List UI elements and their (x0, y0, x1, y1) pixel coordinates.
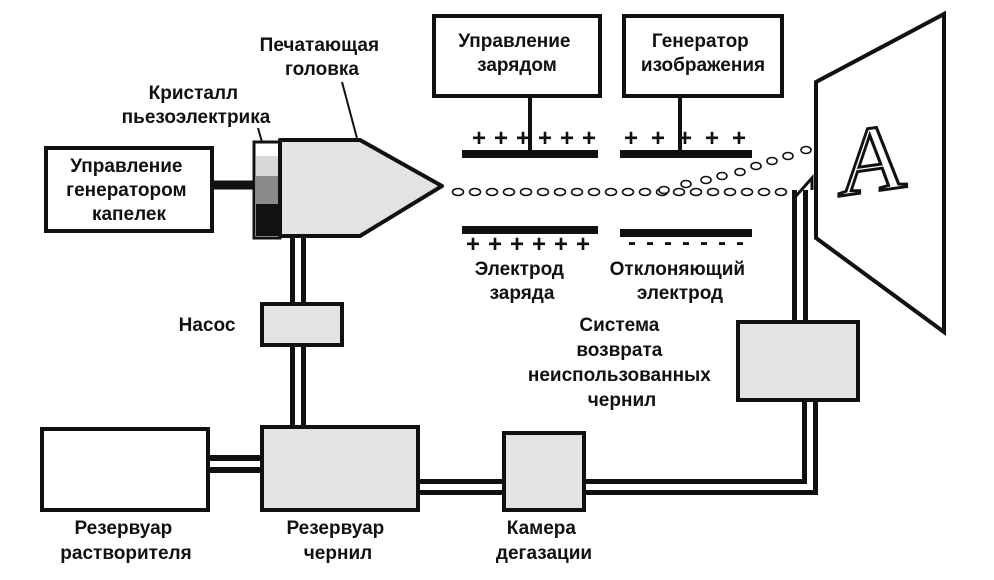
charge-electrode-top-signs: + + + + + + (472, 125, 596, 152)
ink-droplet (451, 187, 465, 197)
charge-electrode-top-plate (462, 150, 598, 158)
label-image-generator: Генератор изображения (641, 31, 765, 76)
ink-droplet (502, 187, 516, 197)
pump-box (260, 302, 344, 347)
leader-lines (257, 81, 359, 143)
piezo-crystal (252, 140, 282, 240)
degassing-to-return-pipe (584, 400, 818, 495)
ink-droplet (570, 187, 584, 197)
label-ink-reservoir: Резервуар чернил (286, 518, 389, 564)
charge-electrode-bottom-signs: + + + + + + (466, 231, 590, 258)
label-ink-return-system: Система возврата неиспользованных чернил (528, 315, 716, 411)
ink-droplet (587, 187, 601, 197)
pipes (208, 96, 818, 495)
ink-droplet (680, 179, 692, 189)
drop-generator-control-box (44, 146, 214, 233)
ink-reservoir-box (260, 425, 420, 512)
ink-droplet (485, 187, 499, 197)
ink-droplet (689, 187, 703, 197)
ink-droplet (706, 187, 720, 197)
deflecting-electrode-top-signs: + + + + + (624, 125, 746, 152)
labels: Управление генератором капелек Кристалл … (60, 31, 765, 564)
ink-droplet (800, 145, 812, 155)
deflecting-electrode-bottom-signs: - - - - - - - (628, 229, 744, 256)
ink-droplets (451, 107, 866, 197)
ink-droplet (672, 187, 686, 197)
label-print-head: Печатающая головка (260, 35, 385, 80)
ink-droplet (723, 187, 737, 197)
ink-droplet (774, 187, 788, 197)
charge-control-box (432, 14, 602, 98)
deflecting-electrode-bottom-plate (620, 229, 752, 237)
ink-droplet (700, 175, 712, 185)
degassing-chamber-box (502, 431, 586, 512)
ink-droplet (536, 187, 550, 197)
deflecting-electrode-top-plate (620, 150, 752, 158)
ink-droplet (468, 187, 482, 197)
label-drop-generator-control: Управление генератором капелек (66, 156, 192, 225)
ink-droplet (658, 185, 670, 195)
label-charge-electrode: Электрод заряда (475, 259, 570, 304)
label-charge-control: Управление зарядом (458, 31, 576, 76)
label-pump: Насос (179, 315, 236, 336)
ink-droplet (553, 187, 567, 197)
ink-droplet (757, 187, 771, 197)
print-head (278, 138, 444, 238)
ink-droplet (519, 187, 533, 197)
solvent-reservoir-box (40, 427, 210, 512)
ink-droplet (766, 156, 778, 166)
charge-electrode-bottom-plate (462, 226, 598, 234)
printed-letter: A (838, 101, 907, 217)
label-piezo-crystal: Кристалл пьезоэлектрика (122, 83, 271, 128)
ink-droplet (782, 151, 794, 161)
ink-droplet (716, 171, 728, 181)
ink-droplet (740, 187, 754, 197)
label-solvent-reservoir: Резервуар растворителя (60, 518, 191, 564)
ink-droplet (638, 187, 652, 197)
gutter (794, 174, 814, 197)
label-degassing-chamber: Камера дегазации (496, 518, 592, 564)
ink-return-box (736, 320, 860, 402)
ink-droplet (734, 167, 746, 177)
ink-droplet (750, 161, 762, 171)
ink-droplet (621, 187, 635, 197)
label-deflecting-electrode: Отклоняющий электрод (610, 259, 751, 304)
image-generator-box (622, 14, 784, 98)
paper-substrate (814, 10, 946, 336)
ink-droplet (604, 187, 618, 197)
